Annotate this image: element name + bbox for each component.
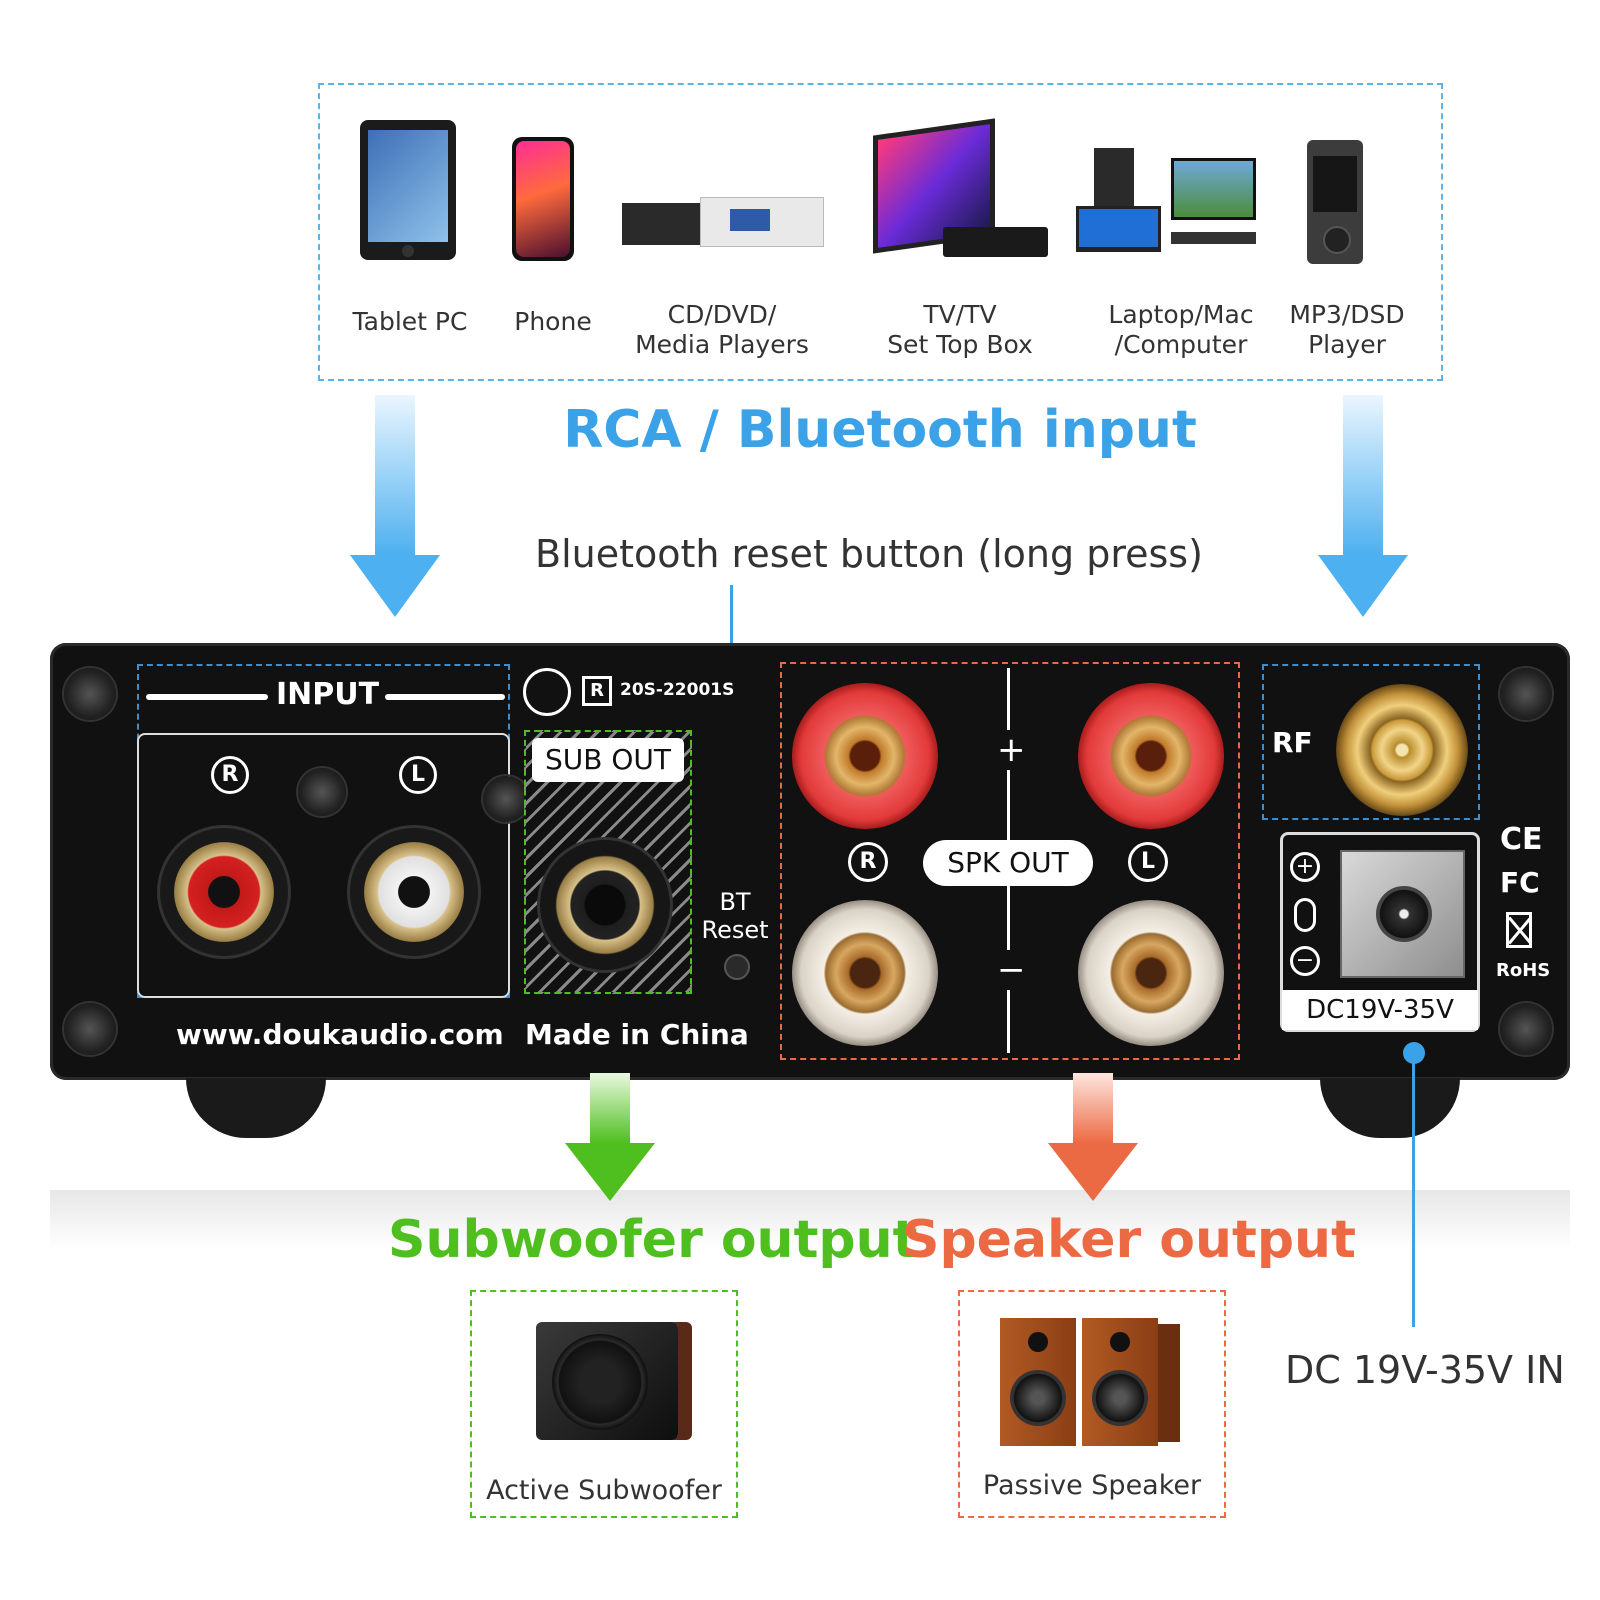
rca-bluetooth-input-title: RCA / Bluetooth input (563, 400, 1197, 460)
rf-antenna-connector[interactable] (1336, 684, 1468, 816)
foot-left (186, 1078, 326, 1138)
fc-mark: FC (1500, 866, 1540, 899)
input-header-bar-left (146, 694, 268, 700)
spk-channel-l-badge: L (1128, 842, 1168, 882)
source-devices-box (318, 83, 1443, 381)
dc-pointer-dot (1403, 1042, 1425, 1064)
subwoofer-box (470, 1290, 738, 1518)
rohs-mark: RoHS (1496, 960, 1551, 981)
screw-icon (1500, 668, 1552, 720)
channel-l-badge: L (399, 756, 437, 794)
dc-label-box: DC19V-35V (1282, 990, 1478, 1030)
screw-icon (298, 768, 346, 816)
weee-bin-icon (1506, 912, 1533, 948)
rca-input-left-jack[interactable] (350, 828, 478, 956)
speaker-terminal-left-negative[interactable] (1078, 900, 1224, 1046)
source-label-mp3: MP3/DSD Player (1289, 300, 1405, 359)
foot-right (1320, 1078, 1460, 1138)
source-label-phone: Phone (514, 307, 592, 336)
subwoofer-arrow (565, 1073, 655, 1201)
dc-section (1280, 832, 1480, 1032)
plus-sign: + (993, 730, 1030, 770)
phone-icon (512, 137, 574, 261)
screw-icon (483, 776, 529, 822)
dc-label: DC19V-35V (1306, 995, 1454, 1025)
dc-in-label: DC 19V-35V IN (1285, 1348, 1565, 1392)
speaker-terminal-left-positive[interactable] (1078, 683, 1224, 829)
bt-reset-label: BT Reset (701, 888, 769, 944)
input-arrow-left (350, 395, 440, 617)
tablet-icon (360, 120, 456, 260)
channel-r-badge: R (211, 756, 249, 794)
cert-code: 20S-22001S (620, 680, 735, 700)
sub-out-jack[interactable] (540, 840, 670, 970)
telec-mark-icon (523, 668, 571, 716)
panel-reflection (50, 1190, 1570, 1250)
channel-r-text: R (221, 762, 239, 787)
source-label-media: CD/DVD/ Media Players (635, 300, 809, 359)
rca-input-right-jack[interactable] (160, 828, 288, 956)
speaker-terminal-right-negative[interactable] (792, 900, 938, 1046)
rf-section (1262, 664, 1480, 820)
minus-sign: − (993, 950, 1030, 990)
input-label: INPUT (276, 677, 380, 712)
source-label-tv: TV/TV Set Top Box (887, 300, 1033, 359)
sub-out-label: SUB OUT (544, 743, 671, 776)
input-inner-frame (137, 733, 510, 998)
screw-icon (1500, 1003, 1552, 1055)
bt-reset-note: Bluetooth reset button (long press) (535, 532, 1203, 576)
input-arrow-right (1318, 395, 1408, 617)
spk-channel-r-badge: R (848, 842, 888, 882)
polarity-icon: + − (1290, 852, 1324, 980)
source-label-computer: Laptop/Mac /Computer (1108, 300, 1254, 359)
tv-icon (873, 118, 1048, 262)
channel-l-text: L (410, 762, 426, 787)
speaker-output-title: Speaker output (902, 1210, 1356, 1270)
ce-mark: CE (1500, 822, 1543, 857)
screw-icon (64, 1003, 116, 1055)
speaker-arrow (1048, 1073, 1138, 1201)
speaker-out-section (780, 662, 1240, 1060)
passive-speaker-icon (1000, 1318, 1180, 1446)
mp3-player-icon (1307, 140, 1363, 264)
spk-out-label-box: SPK OUT (923, 840, 1093, 886)
passive-speaker-label: Passive Speaker (982, 1470, 1202, 1501)
rf-label: RF (1272, 726, 1313, 759)
sub-out-label-box: SUB OUT (532, 738, 684, 782)
website-text: www.doukaudio.com (176, 1018, 504, 1051)
subwoofer-output-title: Subwoofer output (388, 1210, 918, 1270)
spk-channel-r-text: R (859, 849, 877, 874)
computer-icon (1076, 148, 1256, 258)
active-subwoofer-label: Active Subwoofer (486, 1475, 722, 1506)
screw-icon (64, 668, 116, 720)
source-label-tablet: Tablet PC (352, 307, 468, 336)
subwoofer-icon (536, 1322, 678, 1440)
spk-channel-l-text: L (1140, 849, 1156, 874)
input-header-bar-right (385, 694, 505, 700)
dc-power-jack[interactable] (1340, 850, 1465, 978)
media-player-icon (622, 195, 824, 247)
dc-pointer-line (1412, 1060, 1415, 1327)
registered-r-icon: R (582, 676, 612, 706)
speaker-terminal-right-positive[interactable] (792, 683, 938, 829)
speaker-box (958, 1290, 1226, 1518)
made-in-text: Made in China (525, 1018, 749, 1051)
bt-reset-button[interactable] (724, 954, 750, 980)
spk-out-label: SPK OUT (947, 846, 1069, 879)
